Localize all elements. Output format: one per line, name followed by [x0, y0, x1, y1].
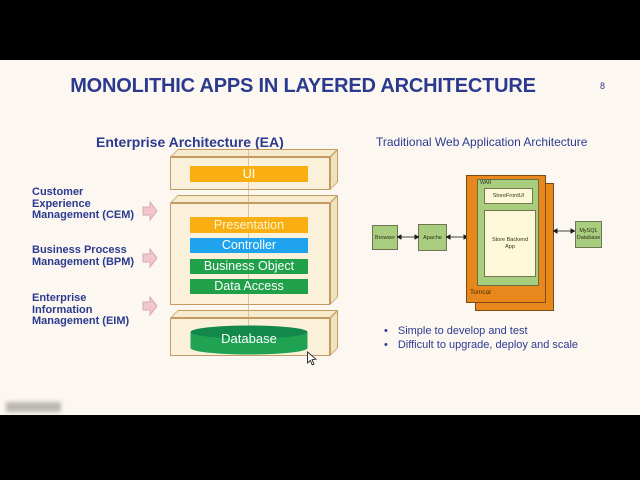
layer-controller: Controller [190, 238, 308, 253]
label-eim: Enterprise Information Management (EIM) [32, 292, 130, 327]
page-number: 8 [600, 81, 606, 91]
pink-arrow-icon [142, 247, 158, 269]
node-apache: Apache [418, 224, 447, 251]
box-right-face [330, 195, 338, 305]
war-label: WAR [480, 180, 492, 186]
node-store-backend-app: Store Backend App [484, 210, 536, 277]
box-top-face [170, 310, 338, 318]
pink-arrow-icon [142, 200, 158, 222]
layer-data-access: Data Access [190, 279, 308, 294]
label-cem: Customer Experience Management (CEM) [32, 186, 135, 221]
slide-title: MONOLITHIC APPS IN LAYERED ARCHITECTURE [70, 75, 536, 97]
bullet-item: Difficult to upgrade, deploy and scale [384, 339, 614, 353]
left-section-heading: Enterprise Architecture (EA) [96, 134, 284, 150]
label-bpm: Business Process Management (BPM) [32, 244, 135, 268]
bullet-list: Simple to develop and test Difficult to … [384, 325, 614, 352]
box-right-face [330, 149, 338, 190]
mouse-cursor-icon [307, 351, 317, 366]
layer-presentation: Presentation [190, 217, 308, 233]
tomcat-label: Tomcat [470, 289, 491, 296]
node-mysql-database: MySQL Database [575, 221, 602, 248]
artifact-smudge [6, 402, 61, 412]
double-arrow-icon [396, 234, 420, 240]
database-cylinder [190, 325, 308, 355]
node-storefront-ui: StoreFrontUI [484, 188, 533, 204]
node-browser: Browser [372, 225, 398, 250]
box-top-face [170, 149, 338, 157]
letterbox-bottom [0, 415, 640, 480]
double-arrow-icon [552, 228, 576, 234]
pink-arrow-icon [142, 295, 158, 317]
layer-database-label: Database [221, 331, 277, 346]
letterbox-top [0, 0, 640, 60]
slide-canvas: MONOLITHIC APPS IN LAYERED ARCHITECTURE … [0, 60, 640, 415]
box-right-face [330, 310, 338, 356]
layer-business-object: Business Object [190, 259, 308, 274]
right-section-heading: Traditional Web Application Architecture [376, 135, 588, 149]
box-top-face [170, 195, 338, 203]
layer-ui: UI [190, 166, 308, 182]
bullet-item: Simple to develop and test [384, 325, 614, 339]
